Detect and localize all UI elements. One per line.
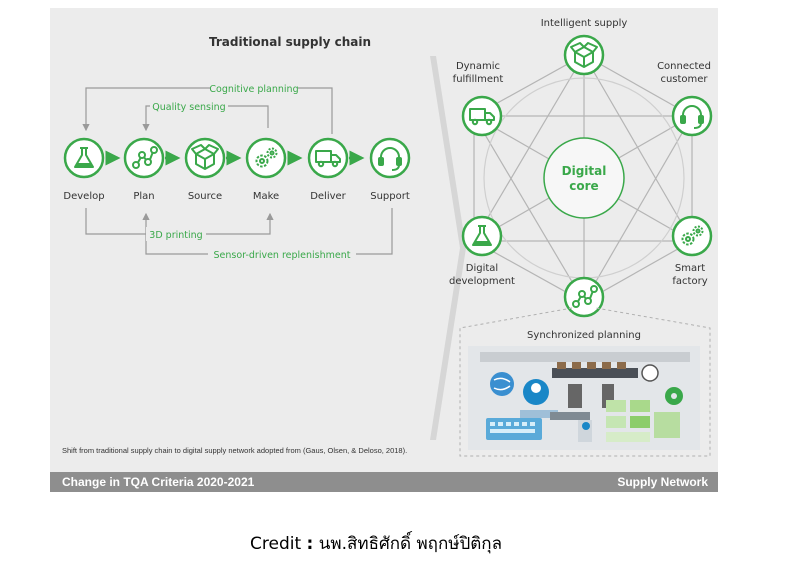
dashboard-tiles <box>606 400 680 442</box>
stage-plan: Plan <box>123 137 165 202</box>
transition-chevron <box>430 56 466 440</box>
node-label: Intelligent supply <box>541 18 628 29</box>
node-label: Digital <box>466 263 498 274</box>
node-smart-factory: Smart factory <box>671 215 713 287</box>
footer-title: Change in TQA Criteria 2020-2021 <box>62 475 255 489</box>
stage-develop: Develop <box>63 137 105 202</box>
tag-icon <box>520 410 558 418</box>
stage-source: Source <box>184 137 226 202</box>
stage-label: Deliver <box>310 191 346 202</box>
cognitive-planning-loop <box>82 87 333 134</box>
conveyor-belt <box>552 368 638 378</box>
node-label: Smart <box>675 263 705 274</box>
3d-printing-label: 3D printing <box>149 230 202 241</box>
stage-label: Source <box>188 191 222 202</box>
slide: Traditional supply chain Cognitive plann… <box>50 8 718 492</box>
stage-make: Make <box>245 137 287 202</box>
digital-core-label-2: core <box>569 179 598 193</box>
synchronized-planning-illustration <box>468 346 700 450</box>
node-synchronized-planning: Synchronized planning <box>527 276 641 341</box>
stage-support: Support <box>369 137 411 202</box>
stage-label: Make <box>253 191 279 202</box>
footer-section: Supply Network <box>617 475 708 489</box>
stage-deliver: Deliver <box>307 137 349 202</box>
quality-sensing-label: Quality sensing <box>152 102 225 113</box>
globe-icon <box>490 372 514 396</box>
credit-colon: : <box>306 534 314 554</box>
supply-chain-diagram: Traditional supply chain Cognitive plann… <box>63 18 713 457</box>
traditional-chain-title: Traditional supply chain <box>209 35 371 49</box>
stage-label: Plan <box>133 191 154 202</box>
robot-arm-icon <box>568 384 582 408</box>
callout-outline <box>459 307 711 457</box>
node-digital-development: Digital development <box>449 215 515 287</box>
cognitive-planning-label: Cognitive planning <box>209 84 298 95</box>
source-note: Shift from traditional supply chain to d… <box>62 446 408 455</box>
cart-icon <box>641 364 659 382</box>
node-connected-customer: Connected customer <box>657 61 713 137</box>
node-label: factory <box>672 276 707 287</box>
node-label: Dynamic <box>456 61 500 72</box>
digital-core-label-1: Digital <box>562 164 607 178</box>
digital-core <box>543 137 625 219</box>
node-label: customer <box>660 74 708 85</box>
credit-prefix: Credit <box>250 534 302 554</box>
node-label: fulfillment <box>453 74 504 85</box>
node-dynamic-fulfillment: Dynamic fulfillment <box>453 61 504 137</box>
stage-label: Develop <box>63 191 104 202</box>
footer-bar: Change in TQA Criteria 2020-2021 Supply … <box>50 472 718 492</box>
node-label: Connected <box>657 61 711 72</box>
credit-name: นพ.สิทธิศักดิ์ พฤกษ์ปิติกุล <box>318 534 503 554</box>
credit-line: Credit : นพ.สิทธิศักดิ์ พฤกษ์ปิติกุล <box>250 530 502 557</box>
node-intelligent-supply: Intelligent supply <box>541 18 628 76</box>
node-label: Synchronized planning <box>527 330 641 341</box>
stage-label: Support <box>370 191 410 202</box>
replenishment-label: Sensor-driven replenishment <box>214 250 351 261</box>
node-label: development <box>449 276 515 287</box>
